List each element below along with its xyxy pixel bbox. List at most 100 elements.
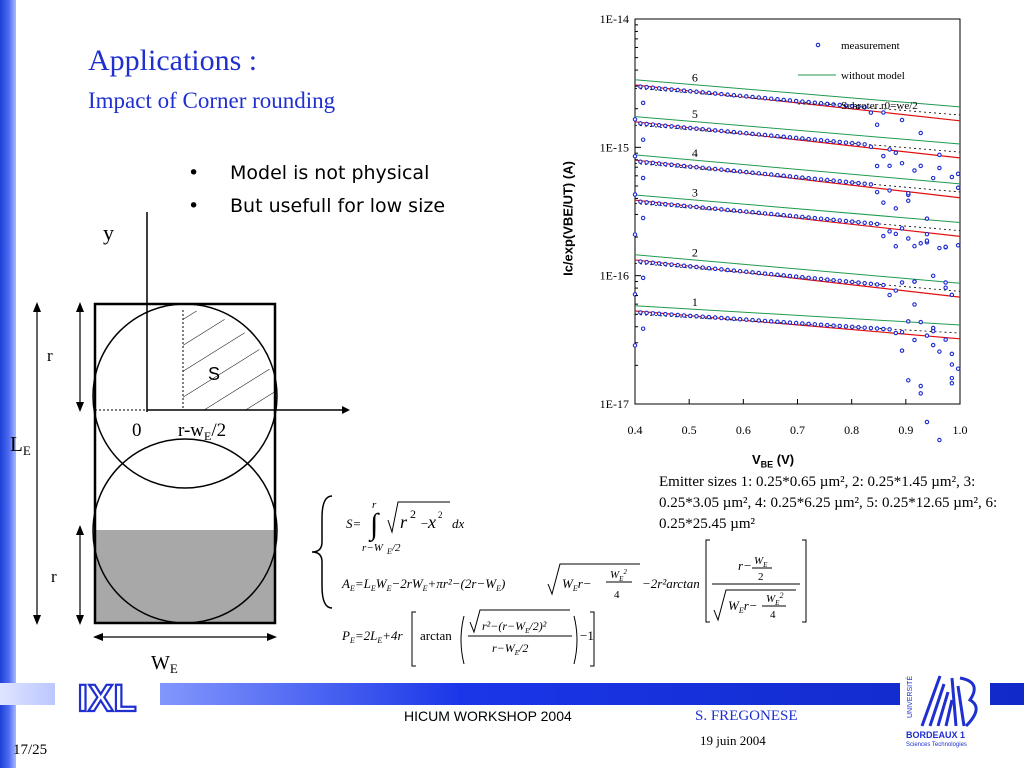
x-tick-label: 0.9 <box>898 423 913 437</box>
measurement-point <box>837 218 842 223</box>
svg-text:4: 4 <box>770 609 776 621</box>
measurement-point <box>887 147 892 152</box>
measurement-point <box>719 267 724 272</box>
measurement-point <box>793 274 799 279</box>
measurement-point <box>781 212 786 218</box>
measurement-point <box>856 325 861 330</box>
measurement-point <box>644 310 649 316</box>
le-arrow-top-icon <box>33 302 41 312</box>
measurement-point <box>800 214 805 220</box>
measurement-point <box>681 263 687 269</box>
measurement-point <box>862 220 867 226</box>
measurement-point <box>893 206 899 211</box>
measurement-point <box>937 437 942 443</box>
measurement-point <box>787 174 793 179</box>
measurement-point <box>949 351 955 357</box>
measurement-point <box>943 280 948 285</box>
measurement-point <box>781 273 786 278</box>
measurement-point <box>762 95 768 101</box>
measurement-point <box>899 160 905 166</box>
measurement-point <box>756 318 762 323</box>
measurement-point <box>675 163 681 168</box>
svg-text:r: r <box>400 512 408 532</box>
without-model-line <box>634 305 961 326</box>
measurement-point <box>638 199 643 205</box>
measurement-point <box>644 121 649 127</box>
measurement-point <box>912 243 917 249</box>
measurement-point <box>675 312 681 318</box>
svg-text:x: x <box>427 512 436 532</box>
measurement-point <box>663 261 668 267</box>
measurement-point <box>712 315 718 320</box>
measurement-point <box>644 259 649 265</box>
measurement-point <box>856 219 861 225</box>
measurement-point <box>793 320 799 326</box>
measurement-point <box>906 319 911 324</box>
measurement-point <box>640 137 646 142</box>
measurement-point <box>924 238 930 243</box>
measurement-point <box>694 314 699 319</box>
measurement-point <box>868 110 874 115</box>
measurement-point <box>694 164 699 170</box>
measurement-point <box>663 201 668 207</box>
measurement-point <box>775 172 780 178</box>
measurement-point <box>688 204 693 209</box>
schroter-line <box>634 313 961 334</box>
measurement-point <box>818 322 824 327</box>
measurement-point <box>744 317 749 322</box>
measurement-point <box>918 319 923 325</box>
measurement-point <box>744 131 749 136</box>
measurement-point <box>831 102 836 107</box>
measurement-point <box>681 313 687 318</box>
measurement-point <box>706 127 712 133</box>
measurement-point <box>640 215 646 221</box>
measurement-point <box>837 278 842 284</box>
measurement-point <box>937 152 942 158</box>
measurement-point <box>899 329 905 335</box>
measurement-point <box>669 162 674 168</box>
measurement-point <box>831 139 836 144</box>
measurement-point <box>737 130 743 135</box>
measurement-point <box>849 103 855 109</box>
we-arrow-left-icon <box>93 633 103 641</box>
curve-label: 3 <box>692 186 698 200</box>
measurement-point <box>874 163 880 169</box>
measurement-point <box>943 285 948 290</box>
measurement-point <box>837 323 842 329</box>
measurement-point <box>806 99 811 105</box>
measurement-point <box>750 210 755 215</box>
x-tick-label: r-wE/2 <box>178 420 226 443</box>
left-accent-band <box>0 0 16 768</box>
measurement-point <box>768 172 774 177</box>
measurement-point <box>831 178 836 183</box>
x-axis-arrow-icon <box>342 406 350 414</box>
measurement-point <box>768 96 774 101</box>
svg-text:r−: r− <box>738 558 752 573</box>
measurement-point <box>650 122 656 127</box>
measurement-point <box>712 91 718 96</box>
svg-text:r²−(r−WE/2)²: r²−(r−WE/2)² <box>482 619 547 635</box>
measurement-point <box>818 177 824 182</box>
measurement-point <box>918 240 923 246</box>
measurement-point <box>943 337 948 342</box>
measurement-point <box>874 189 880 195</box>
measurement-point <box>924 231 930 237</box>
legend-measurement-marker <box>815 42 821 48</box>
measurement-point <box>818 138 824 143</box>
measurement-point <box>737 169 743 174</box>
measurement-point <box>787 98 793 103</box>
measurement-point <box>640 275 646 281</box>
measurement-point <box>787 273 793 279</box>
measurement-point <box>768 319 774 324</box>
measurement-point <box>675 203 681 208</box>
svg-text:WEr−: WEr− <box>562 576 592 593</box>
measurement-point <box>663 123 668 128</box>
measurement-point <box>849 180 855 185</box>
measurement-point <box>930 273 936 279</box>
measurement-point <box>893 288 899 293</box>
r-bottom-arrow-up-icon <box>76 525 84 535</box>
measurement-point <box>825 217 830 222</box>
we-label: WE <box>151 652 178 676</box>
measurement-point <box>955 243 961 248</box>
